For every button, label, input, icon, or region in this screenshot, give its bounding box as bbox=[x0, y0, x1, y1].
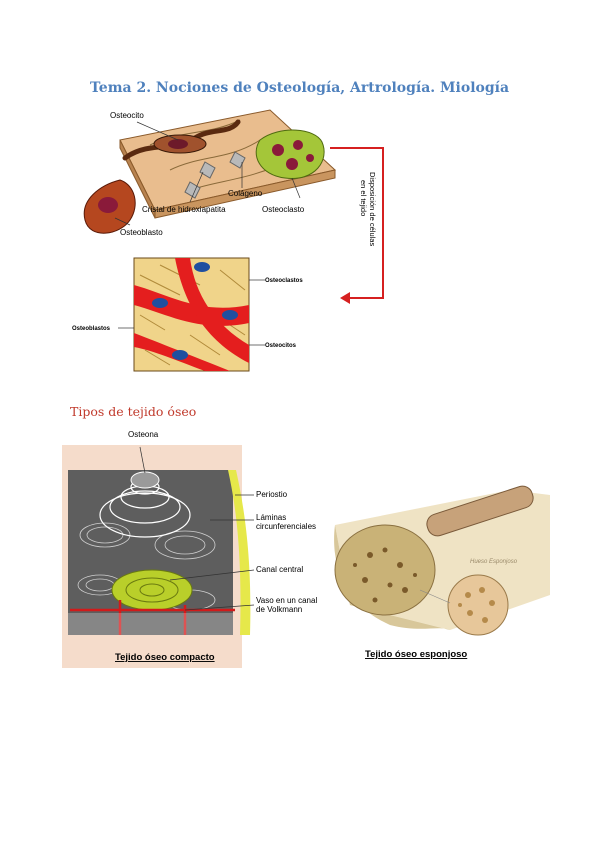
section-subtitle: Tipos de tejido óseo bbox=[70, 404, 197, 419]
tissue-section-diagram: Osteoclastos Osteoblastos Osteocitos bbox=[72, 257, 303, 372]
label-vaso-2: de Volkmann bbox=[256, 605, 302, 614]
label-colageno: Colágeno bbox=[228, 189, 263, 198]
label-osteocito: Osteocito bbox=[110, 111, 144, 120]
label-periostio: Periostio bbox=[256, 490, 288, 499]
spongy-bone-diagram: Hueso Esponjoso Tejido óseo esponjoso bbox=[334, 485, 550, 660]
bone-cells-diagram: Osteocito Colágeno Cristal de hidroxiapa… bbox=[83, 109, 337, 237]
label-canal-central: Canal central bbox=[256, 565, 303, 574]
label-cristal: Cristal de hidroxiapatita bbox=[142, 205, 226, 214]
label-osteocitos: Osteocitos bbox=[265, 343, 297, 349]
label-osteoclasto: Osteoclasto bbox=[262, 205, 305, 214]
label-osteoblasto: Osteoblasto bbox=[120, 228, 163, 237]
red-arrow: Disposición de células en el tejido bbox=[330, 147, 384, 304]
caption-spongy: Tejido óseo esponjoso bbox=[365, 649, 467, 660]
label-hueso-esponjoso: Hueso Esponjoso bbox=[470, 559, 518, 565]
label-vaso-1: Vaso en un canal bbox=[256, 596, 317, 605]
label-laminas-2: circunferenciales bbox=[256, 522, 316, 531]
page-title: Tema 2. Nociones de Osteología, Artrolog… bbox=[89, 80, 510, 96]
arrow-label-line1: Disposición de células bbox=[368, 172, 377, 246]
label-osteoblastos: Osteoblastos bbox=[72, 326, 111, 332]
caption-compact: Tejido óseo compacto bbox=[115, 652, 215, 663]
compact-bone-diagram: Osteona Periostio Láminas circunferencia… bbox=[62, 430, 317, 668]
label-osteona: Osteona bbox=[128, 430, 159, 439]
label-osteoclastos: Osteoclastos bbox=[265, 278, 303, 284]
arrow-label-line2: en el tejido bbox=[359, 180, 368, 216]
label-laminas-1: Láminas bbox=[256, 513, 286, 522]
